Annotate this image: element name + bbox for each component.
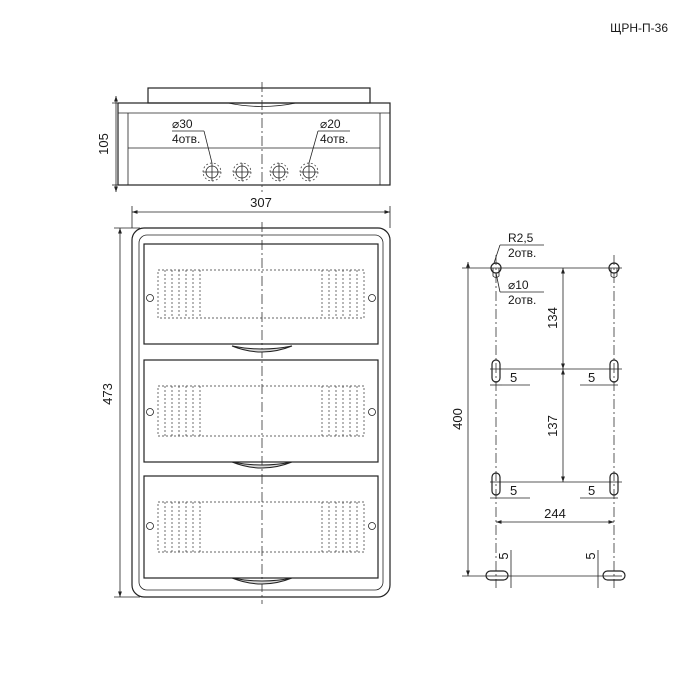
top-view: ⌀30 4отв. ⌀20 4отв. 105: [96, 82, 391, 192]
knockout-hole-1: [202, 162, 222, 182]
model-title: ЩРН-П-36: [610, 21, 668, 35]
top-height-dimension: 105: [96, 133, 111, 155]
knockout-hole-3: [269, 162, 289, 182]
bottom-slot-label-1: 5: [496, 552, 511, 559]
top-body: [117, 102, 391, 186]
mount-total-height: 400: [450, 408, 465, 430]
mount-slot-bottom-right: [602, 570, 626, 581]
slot-width-label-4: 5: [588, 483, 595, 498]
mount-slot-2-right: [609, 472, 619, 496]
mount-slot-1-right: [609, 359, 619, 383]
slot-width-label-1: 5: [510, 370, 517, 385]
mount-width: 244: [544, 506, 566, 521]
mounting-view: R2,5 2отв. ⌀10 2отв. 400 134 137 5 5 5 5…: [450, 231, 626, 588]
front-height-dimension: 473: [100, 383, 115, 405]
door-handle-3: [231, 577, 293, 585]
breaker-row-2: [143, 359, 379, 469]
radius-count: 2отв.: [508, 246, 536, 260]
door-handle-2: [231, 461, 293, 469]
mount-hole-top-right: [608, 262, 620, 278]
knockout-hole-4: [299, 162, 319, 182]
bottom-slot-label-2: 5: [583, 552, 598, 559]
mount-slot-2-left: [491, 472, 501, 496]
breaker-row-3: [143, 475, 379, 585]
radius-label: R2,5: [508, 231, 534, 245]
slot-width-label-3: 5: [510, 483, 517, 498]
mount-slot-bottom-left: [485, 570, 509, 581]
enclosure-inner: [138, 234, 384, 591]
mount-spacing-lower: 137: [545, 415, 560, 437]
front-width-dimension: 307: [250, 195, 272, 210]
knockout-holes: [202, 162, 319, 182]
breaker-row-1: [143, 243, 379, 353]
mount-spacing-upper: 134: [545, 307, 560, 329]
enclosure-outer: [131, 227, 391, 598]
door-handle-1: [231, 345, 293, 353]
top-cover: [147, 87, 371, 104]
hole-left-diameter: ⌀30: [172, 117, 193, 131]
slot-width-label-2: 5: [588, 370, 595, 385]
hole-left-count: 4отв.: [172, 132, 200, 146]
mount-slot-1-left: [491, 359, 501, 383]
hole-right-diameter: ⌀20: [320, 117, 341, 131]
front-view: 307 473: [100, 195, 391, 604]
hole-diameter-label: ⌀10: [508, 278, 529, 292]
hole-diameter-count: 2отв.: [508, 293, 536, 307]
knockout-hole-2: [232, 162, 252, 182]
hole-right-count: 4отв.: [320, 132, 348, 146]
